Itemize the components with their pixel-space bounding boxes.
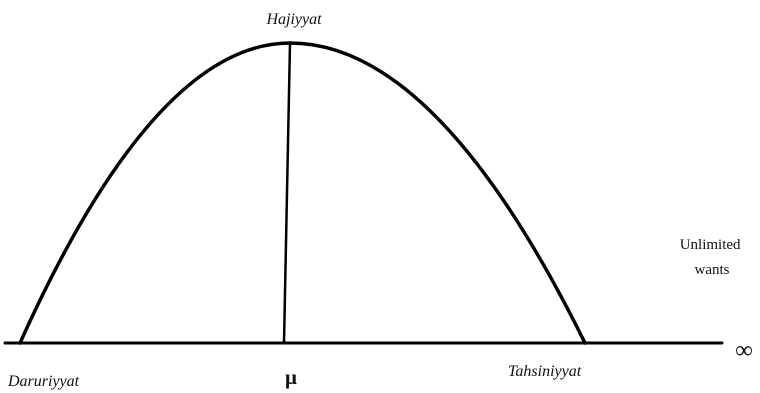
peak-vertical-line	[282, 41, 292, 345]
label-tahsiniyyat: Tahsiniyyat	[508, 363, 582, 380]
label-unlimited-wants-line-2: wants	[695, 262, 730, 278]
label-unlimited-wants: Unlimited wants	[680, 237, 745, 278]
label-unlimited-wants-line-1: Unlimited	[680, 237, 741, 253]
bell-curve	[18, 41, 587, 345]
label-daruriyyat: Daruriyyat	[7, 373, 80, 390]
label-hajiyyat: Hajiyyat	[265, 11, 322, 28]
label-mu: μ	[285, 365, 297, 389]
infinity-symbol: ∞	[735, 337, 753, 364]
